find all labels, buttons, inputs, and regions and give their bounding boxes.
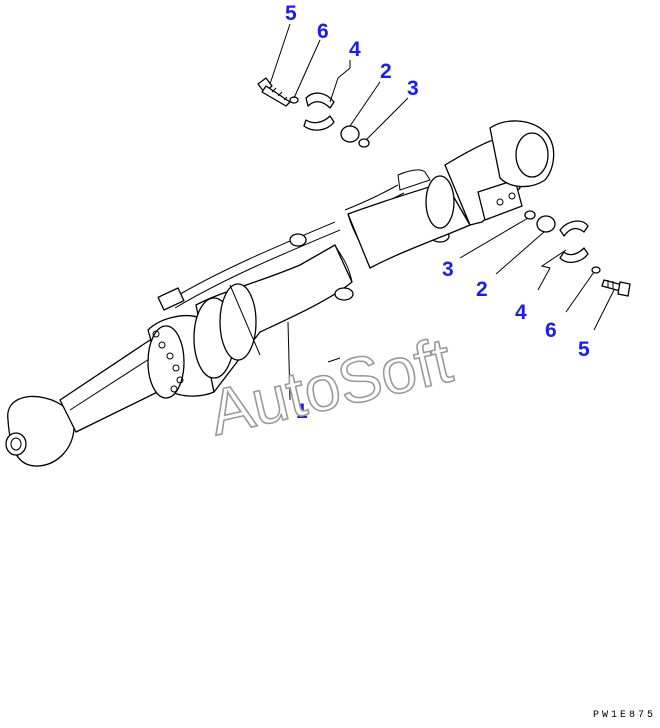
callout-5-lower: 5 [578,338,590,361]
callout-2-lower: 2 [476,278,488,301]
callout-2-upper: 2 [380,60,392,83]
ring-upper [358,138,370,148]
cylinder-tube-front [193,244,353,393]
drawing-code: PW1E875 [592,710,656,721]
washer-lower [591,266,601,274]
leader-lines [269,23,615,401]
nut-upper [340,125,360,143]
callout-1: 1 [296,400,308,423]
hydraulic-pipe [157,184,405,311]
callout-labels: 5 6 4 2 3 1 3 2 4 6 5 [285,2,590,423]
callout-3-lower: 3 [442,258,454,281]
callout-6-lower: 6 [545,319,557,342]
hardware-set-lower [524,210,631,297]
bolt-upper [257,77,291,107]
cylinder-tube-rear [347,175,471,269]
clamp-upper [303,92,335,131]
callout-4-lower: 4 [515,301,527,324]
ring-lower [524,210,536,220]
callout-3-upper: 3 [407,77,419,100]
callout-4-upper: 4 [349,38,361,61]
callout-5-upper: 5 [285,2,297,25]
clamp-lower [559,220,589,264]
bolt-lower [601,279,631,297]
head-bolt-ring [152,330,184,393]
hardware-set-upper [257,77,370,148]
cylinder-bottom-end [397,120,555,226]
nut-lower [536,215,556,233]
cylinder-head [147,315,215,399]
callout-6-upper: 6 [317,20,329,43]
